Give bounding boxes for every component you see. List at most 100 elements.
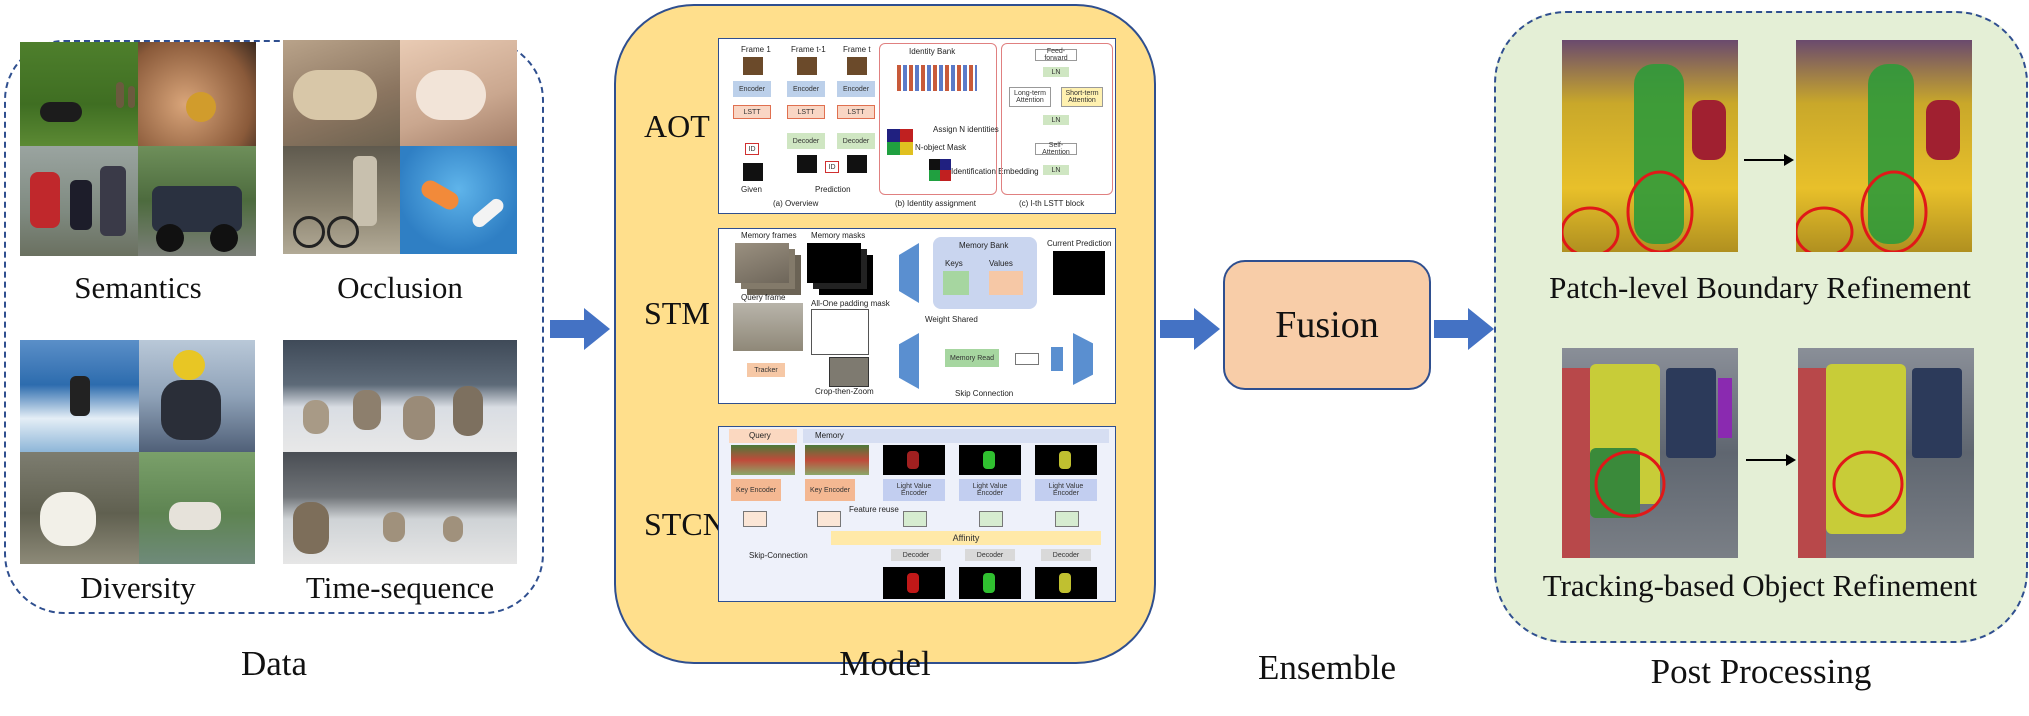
aot-id-2: ID bbox=[825, 161, 839, 173]
caption-time-sequence: Time-sequence bbox=[305, 570, 495, 605]
stm-keys-block bbox=[943, 271, 969, 295]
stcn-km-box bbox=[817, 511, 841, 527]
aot-frame-t: Frame t bbox=[843, 45, 871, 54]
aot-lstt-block-box bbox=[1001, 43, 1113, 195]
aot-identity-bank: Identity Bank bbox=[909, 47, 956, 56]
photo-runners bbox=[20, 146, 138, 256]
data-panel bbox=[4, 40, 544, 614]
arrow-patch-refine bbox=[1744, 154, 1794, 166]
stcn-out-3 bbox=[1035, 567, 1097, 599]
aot-id-embedding: Identification Embedding bbox=[951, 167, 1039, 176]
stm-padding-mask: All-One padding mask bbox=[811, 299, 890, 308]
photo-surfer bbox=[20, 340, 139, 452]
stm-keys: Keys bbox=[945, 259, 963, 268]
aot-frame-t-thumb bbox=[847, 57, 867, 75]
stcn-mask-2 bbox=[959, 445, 1021, 475]
stcn-out-1 bbox=[883, 567, 945, 599]
stm-crop-zoom: Crop-then-Zoom bbox=[815, 387, 874, 396]
aot-given: Given bbox=[741, 185, 762, 194]
stm-figure: Memory frames Memory masks Memory Bank K… bbox=[718, 228, 1116, 404]
stcn-v2-box bbox=[979, 511, 1003, 527]
stcn-memory-thumb bbox=[805, 445, 869, 475]
stm-memory-encoder bbox=[899, 243, 919, 303]
stcn-memory-tab bbox=[803, 429, 1109, 443]
aot-decoder-3: Decoder bbox=[837, 133, 875, 149]
stm-memory-masks: Memory masks bbox=[811, 231, 866, 240]
caption-diversity: Diversity bbox=[80, 570, 196, 605]
stcn-mask-3 bbox=[1035, 445, 1097, 475]
photo-track-before bbox=[1562, 348, 1738, 558]
stcn-decoder-1: Decoder bbox=[891, 549, 941, 561]
stage-label-ensemble: Ensemble bbox=[1257, 648, 1397, 687]
stcn-kq-box bbox=[743, 511, 767, 527]
aot-prediction: Prediction bbox=[815, 185, 851, 194]
stm-memory-frames: Memory frames bbox=[741, 231, 797, 240]
stcn-light-value-3: Light Value Encoder bbox=[1035, 479, 1097, 501]
photo-tiger bbox=[283, 40, 400, 146]
patch-after-circles bbox=[1796, 170, 1928, 252]
stcn-skip: Skip-Connection bbox=[749, 551, 808, 560]
stage-label-model: Model bbox=[839, 644, 931, 683]
aot-nobject-mask: N-object Mask bbox=[915, 143, 967, 152]
stcn-decoder-3: Decoder bbox=[1041, 549, 1091, 561]
arrow-model-to-fusion bbox=[1160, 308, 1220, 350]
aot-lstt-2: LSTT bbox=[787, 105, 825, 119]
photo-patch-before bbox=[1562, 40, 1738, 252]
stage-label-data: Data bbox=[240, 644, 308, 683]
aot-caption-b: (b) Identity assignment bbox=[895, 199, 976, 208]
stm-current-pred-mask bbox=[1053, 251, 1105, 295]
stcn-v1-box bbox=[903, 511, 927, 527]
aot-mask-pred-2 bbox=[847, 155, 867, 173]
stm-decoder bbox=[1073, 333, 1093, 385]
aot-long-term: Long-term Attention bbox=[1009, 87, 1051, 107]
stm-values: Values bbox=[989, 259, 1013, 268]
stcn-light-value-1: Light Value Encoder bbox=[883, 479, 945, 501]
aot-ln-2: LN bbox=[1043, 115, 1069, 125]
stm-tracker: Tracker bbox=[747, 363, 785, 377]
aot-encoder-1: Encoder bbox=[733, 81, 771, 97]
aot-feed-forward: Feed-forward bbox=[1035, 48, 1077, 62]
photo-vintage-car bbox=[138, 146, 256, 256]
aot-embedding-grid bbox=[929, 159, 951, 181]
stcn-affinity: Affinity bbox=[831, 531, 1101, 545]
caption-tracking-refinement: Tracking-based Object Refinement bbox=[1542, 568, 1978, 603]
aot-identity-bars bbox=[897, 65, 977, 91]
aot-figure: Frame 1 Frame t-1 Frame t Encoder Encode… bbox=[718, 38, 1116, 214]
model-label-aot: AOT bbox=[644, 108, 710, 144]
arrow-track-refine bbox=[1746, 454, 1796, 466]
stcn-figure: Query Memory Key Encoder Key Encoder Lig… bbox=[718, 426, 1116, 602]
stcn-key-encoder-2: Key Encoder bbox=[805, 479, 855, 501]
aot-frame1: Frame 1 bbox=[741, 45, 771, 54]
stcn-mask-1 bbox=[883, 445, 945, 475]
aot-decoder-2: Decoder bbox=[787, 133, 825, 149]
stcn-v3-box bbox=[1055, 511, 1079, 527]
aot-encoder-2: Encoder bbox=[787, 81, 825, 97]
aot-frame-t1-thumb bbox=[797, 57, 817, 75]
model-label-stm: STM bbox=[644, 295, 710, 331]
stcn-key-encoder-1: Key Encoder bbox=[731, 479, 781, 501]
aot-mask-given bbox=[743, 163, 763, 181]
aot-short-term: Short-term Attention bbox=[1061, 87, 1103, 107]
arrow-fusion-to-post bbox=[1434, 308, 1494, 350]
fusion-box: Fusion bbox=[1223, 260, 1431, 390]
photo-koi bbox=[400, 146, 517, 254]
stm-current-prediction: Current Prediction bbox=[1047, 239, 1112, 248]
model-label-stcn: STCN bbox=[644, 506, 726, 542]
stm-values-block bbox=[989, 271, 1023, 295]
aot-caption-c: (c) l-th LSTT block bbox=[1019, 199, 1085, 208]
stcn-query-thumb bbox=[731, 445, 795, 475]
aot-assign: Assign N identities bbox=[933, 125, 999, 134]
track-before-circle bbox=[1594, 450, 1666, 518]
stm-aspp-block bbox=[1051, 347, 1063, 371]
stm-weight-shared: Weight Shared bbox=[925, 315, 978, 324]
caption-patch-refinement: Patch-level Boundary Refinement bbox=[1549, 270, 1971, 305]
aot-mask-pred-1 bbox=[797, 155, 817, 173]
photo-polar-bear bbox=[20, 452, 139, 564]
track-after-circle bbox=[1832, 450, 1904, 518]
stm-query-frame: Query frame bbox=[741, 293, 786, 302]
photo-hand-pendant bbox=[138, 42, 256, 146]
photo-geese-1 bbox=[283, 340, 517, 452]
stm-memory-bank: Memory Bank bbox=[959, 241, 1009, 250]
stcn-query-tab bbox=[729, 429, 797, 443]
photo-bikes bbox=[283, 146, 400, 254]
